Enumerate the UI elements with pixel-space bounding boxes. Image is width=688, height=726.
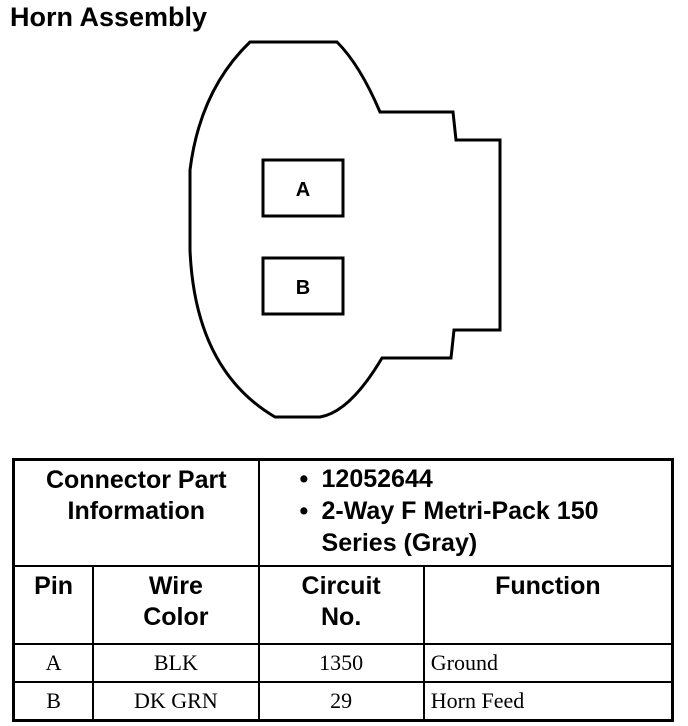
row-a-pin: A <box>12 643 95 683</box>
part-info-label-line-2: Information <box>67 497 206 525</box>
row-b-pin: B <box>12 681 95 722</box>
connector-face-diagram: A B <box>188 40 502 419</box>
cavity-b: B <box>261 256 345 316</box>
row-a-function: Ground <box>422 643 674 683</box>
connector-info-table: Connector Part Information 12052644 2-Wa… <box>12 458 674 722</box>
col-header-pin: Pin <box>12 565 95 645</box>
row-a-circuit: 1350 <box>257 643 425 683</box>
row-a-wire-color: BLK <box>92 643 260 683</box>
part-info-value-cell: 12052644 2-Way F Metri-Pack 150 Series (… <box>257 458 674 567</box>
row-b-function: Horn Feed <box>422 681 674 722</box>
table-row: B DK GRN 29 Horn Feed <box>12 681 674 722</box>
col-header-function: Function <box>422 565 674 645</box>
diagram-title: Horn Assembly <box>10 2 208 32</box>
col-header-wire-color: Wire Color <box>92 565 260 645</box>
column-header-row: Pin Wire Color Circuit No. Function <box>12 565 674 645</box>
col-header-circuit: Circuit No. <box>257 565 425 645</box>
part-info-label-line-1: Connector Part <box>45 466 227 494</box>
cavity-a-label: A <box>296 179 310 201</box>
connector-outline <box>188 40 502 419</box>
table-row: A BLK 1350 Ground <box>12 643 674 683</box>
row-b-circuit: 29 <box>257 681 425 722</box>
part-description-line-1: 2-Way F Metri-Pack 150 <box>321 497 599 525</box>
part-info-row: Connector Part Information 12052644 2-Wa… <box>12 458 674 567</box>
part-info-label-cell: Connector Part Information <box>12 458 260 567</box>
cavity-a: A <box>261 158 345 218</box>
row-b-wire-color: DK GRN <box>92 681 260 722</box>
part-description-line-2: Series (Gray) <box>321 529 478 557</box>
part-description: 2-Way F Metri-Pack 150 Series (Gray) <box>300 495 661 559</box>
cavity-b-label: B <box>296 277 310 299</box>
part-number: 12052644 <box>300 463 661 495</box>
